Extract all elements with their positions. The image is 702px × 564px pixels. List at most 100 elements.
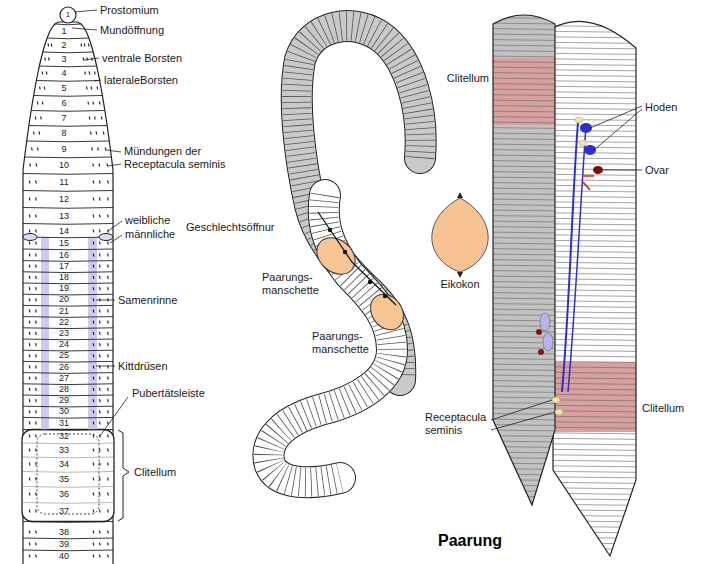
grey-worm-large-ring [480,12,650,14]
grey-worm-large-ring [480,243,650,245]
white-worm-large-ring [480,460,650,462]
grey-worm-large-ring [480,304,650,306]
leader-line [491,412,555,430]
grey-worm-large-ring [480,403,650,405]
bristle [107,510,109,513]
grey-worm-large-ring [480,144,650,146]
grey-worm-large-ring [480,139,650,141]
grey-worm-large-ring [480,419,650,421]
bristle [107,310,109,313]
bristle [90,132,92,135]
segment-ring [34,95,103,97]
bristle [29,215,31,218]
grey-worm-large-ring [480,436,650,438]
bristle [92,102,94,105]
segment-number: 33 [59,445,69,456]
white-worm-large-ring [480,482,650,484]
grey-worm-large-ring [480,430,650,432]
bristle [29,310,31,313]
worm-dorsal-view [22,7,129,564]
bristle [107,321,109,324]
bristle [93,410,95,413]
segment-ring [23,223,113,225]
white-worm-large-ring [480,493,650,495]
grey-worm-large-ring [480,29,650,31]
grey-worm-large-ring [480,485,650,487]
grey-worm-large-ring [480,221,650,223]
bristle [107,215,109,218]
receptacle-opening [552,397,560,403]
grey-worm-large-ring [480,386,650,388]
part-label: Paarungs- manschette [262,271,324,297]
grey-worm-large-ring [480,67,650,69]
bristle [93,242,95,245]
bristle [35,164,37,167]
white-worm-large-outline [553,21,636,556]
grey-worm-large-ring [480,238,650,240]
bristle [35,117,37,120]
leader-line [96,300,115,301]
bristle [93,230,95,233]
segment-number: 11 [59,177,68,188]
clitellum-band [22,430,114,522]
bristle [29,531,31,534]
bristle [107,343,109,346]
bristle [99,181,101,184]
bristle [35,198,37,201]
bristle [29,265,31,268]
segment-number: 8 [61,128,66,139]
seminal-receptacle [543,333,553,351]
grey-worm-large-ring [480,463,650,465]
grey-worm-large-ring [480,249,650,251]
segment-number: 20 [59,294,69,305]
bristle [35,215,37,218]
segment-number: 37 [59,506,69,517]
bristle [107,388,109,391]
bristle [29,410,31,413]
bristle [29,298,31,301]
bristle [37,148,39,151]
bristle [99,242,101,245]
grey-worm-large-ring [480,40,650,42]
bristle [99,463,101,466]
grey-worm-large-ring [480,320,650,322]
grey-worm-large-ring [480,51,650,53]
segment-ring [23,429,113,431]
bristle [107,410,109,413]
grey-worm-large-outline [493,15,555,505]
genital-opening [23,234,37,241]
bristle [93,198,95,201]
grey-worm-large-ring [480,392,650,394]
bristle [107,198,109,201]
bristle [93,493,95,496]
ovary [593,166,603,174]
bristle [35,276,37,279]
grey-worm-large-ring [480,23,650,25]
bristle [99,449,101,452]
seminal-vesicle [579,140,587,146]
grey-worm-large-ring [480,205,650,207]
bristle [29,555,31,558]
segment-number: 14 [59,226,69,237]
grey-worm-large-ring [480,177,650,179]
segment-number: 39 [59,539,69,550]
grey-worm-large-ring [480,84,650,86]
segment-number: 10 [59,160,69,171]
bristle [107,493,109,496]
grey-worm-large-ring [480,106,650,108]
segment-number: 22 [59,317,69,328]
sperm-mass [536,329,542,335]
leader-line [590,106,642,128]
bristle [93,463,95,466]
grey-worm-large-ring [480,95,650,97]
grey-worm-large-ring [480,188,650,190]
segment-ring [47,38,89,40]
bristle [29,181,31,184]
grey-worm-large-ring [480,34,650,36]
bristle [86,87,88,90]
segment-ring [31,110,105,112]
segment-ring [23,173,113,175]
segment-ring [23,190,113,192]
bristle [107,449,109,452]
oviduct [582,176,594,190]
